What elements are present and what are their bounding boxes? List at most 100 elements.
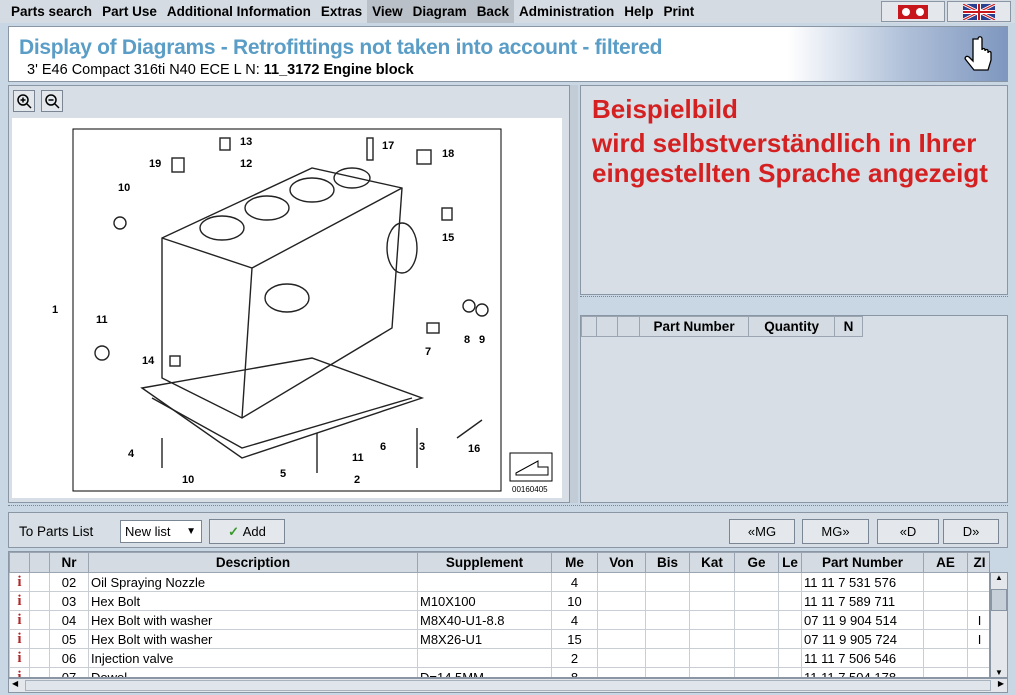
callout[interactable]: 18: [442, 148, 455, 160]
scroll-down-icon[interactable]: ▼: [995, 668, 1003, 677]
column-header[interactable]: Part Number: [638, 316, 750, 337]
parts-list-select[interactable]: New list▼: [120, 520, 202, 543]
language-flag-button[interactable]: [947, 1, 1011, 22]
cell: [734, 648, 779, 668]
info-panel: [580, 85, 1008, 295]
column-header[interactable]: Ge: [734, 552, 779, 573]
cell: [778, 648, 802, 668]
column-header[interactable]: Quantity: [748, 316, 836, 337]
callout[interactable]: 6: [380, 441, 387, 453]
menu-back[interactable]: Back: [471, 0, 514, 23]
menu-diagram[interactable]: Diagram: [407, 0, 472, 23]
menu-parts-search[interactable]: Parts search: [11, 4, 93, 19]
column-header[interactable]: Kat: [689, 552, 735, 573]
callout[interactable]: 10: [182, 474, 195, 486]
cell: [645, 591, 690, 611]
next-mg-button[interactable]: MG»: [802, 519, 869, 544]
column-header[interactable]: N: [834, 316, 863, 337]
info-icon[interactable]: i: [9, 648, 30, 668]
horizontal-scrollbar[interactable]: ◀ ▶: [8, 678, 1008, 693]
column-header[interactable]: Part Number: [801, 552, 924, 573]
menu-administration[interactable]: Administration: [518, 4, 615, 19]
column-header[interactable]: [29, 552, 50, 573]
scroll-right-icon[interactable]: ▶: [997, 679, 1004, 688]
callout[interactable]: 3: [419, 441, 426, 453]
callout[interactable]: 17: [382, 140, 395, 152]
engine-block-diagram[interactable]: 1 2 3 4 5 6 7 8 9 10 10 11 11 12 13 14 1…: [12, 118, 562, 498]
callout[interactable]: 13: [240, 136, 253, 148]
callout[interactable]: 15: [442, 232, 455, 244]
scroll-left-icon[interactable]: ◀: [12, 679, 19, 688]
vertical-splitter[interactable]: [570, 85, 578, 503]
uk-flag-icon: [963, 3, 995, 20]
column-header[interactable]: ZI: [967, 552, 989, 573]
column-header[interactable]: Von: [597, 552, 646, 573]
cell: [778, 629, 802, 649]
callout[interactable]: 5: [280, 468, 287, 480]
column-header[interactable]: Description: [88, 552, 418, 573]
bottom-splitter[interactable]: [8, 505, 1008, 509]
menu-part-use[interactable]: Part Use: [102, 4, 157, 19]
callout[interactable]: 19: [149, 158, 162, 170]
cell-zi: I: [967, 610, 989, 630]
column-header[interactable]: Supplement: [417, 552, 552, 573]
column-header[interactable]: [595, 316, 619, 337]
column-header[interactable]: Le: [778, 552, 802, 573]
scroll-thumb[interactable]: [991, 589, 1007, 611]
cell: [29, 648, 50, 668]
callout[interactable]: 11: [96, 314, 108, 326]
cell-desc: Hex Bolt with washer: [88, 610, 418, 630]
info-icon[interactable]: i: [9, 667, 30, 677]
cell-zi: [967, 667, 989, 677]
callout[interactable]: 7: [425, 346, 432, 358]
next-d-button[interactable]: D»: [943, 519, 999, 544]
menu-view[interactable]: View: [367, 0, 408, 23]
callout[interactable]: 9: [479, 334, 486, 346]
column-header[interactable]: AE: [923, 552, 968, 573]
callout[interactable]: 4: [128, 448, 135, 460]
add-label: Add: [242, 524, 266, 539]
column-header[interactable]: Nr: [49, 552, 89, 573]
column-header[interactable]: Bis: [645, 552, 690, 573]
checkmark-icon: ✓: [228, 523, 240, 539]
cell: [778, 591, 802, 611]
callout[interactable]: 1: [52, 304, 59, 316]
callout[interactable]: 14: [142, 355, 155, 367]
zoom-out-button[interactable]: [41, 90, 63, 112]
menu-print[interactable]: Print: [663, 4, 695, 19]
prev-d-button[interactable]: «D: [877, 519, 939, 544]
callout[interactable]: 16: [468, 443, 481, 455]
cell-pn: 11 11 7 531 576: [801, 572, 924, 592]
callout[interactable]: 10: [118, 182, 131, 194]
callout[interactable]: 8: [464, 334, 471, 346]
cell-nr: 06: [49, 648, 89, 668]
zoom-in-button[interactable]: [13, 90, 35, 112]
menu-help[interactable]: Help: [624, 4, 654, 19]
menu-extras[interactable]: Extras: [320, 4, 363, 19]
callout[interactable]: 11: [352, 452, 364, 464]
vertical-scrollbar[interactable]: ▲ ▼: [990, 572, 1008, 678]
scroll-up-icon[interactable]: ▲: [995, 573, 1003, 582]
info-icon[interactable]: i: [9, 572, 30, 592]
column-header[interactable]: [9, 552, 30, 573]
hscroll-thumb[interactable]: [25, 680, 991, 691]
callout[interactable]: 12: [240, 158, 253, 170]
add-button[interactable]: ✓ Add: [209, 519, 285, 544]
column-header[interactable]: [617, 316, 640, 337]
info-icon[interactable]: i: [9, 591, 30, 611]
info-icon[interactable]: i: [9, 629, 30, 649]
info-icon[interactable]: i: [9, 610, 30, 630]
prev-mg-button[interactable]: «MG: [729, 519, 795, 544]
menu-additional-information[interactable]: Additional Information: [166, 4, 311, 19]
warning-button[interactable]: [881, 1, 945, 22]
horizontal-splitter[interactable]: [580, 296, 1008, 301]
column-header[interactable]: [581, 316, 597, 337]
column-header[interactable]: Me: [551, 552, 598, 573]
callout[interactable]: 2: [354, 474, 361, 486]
